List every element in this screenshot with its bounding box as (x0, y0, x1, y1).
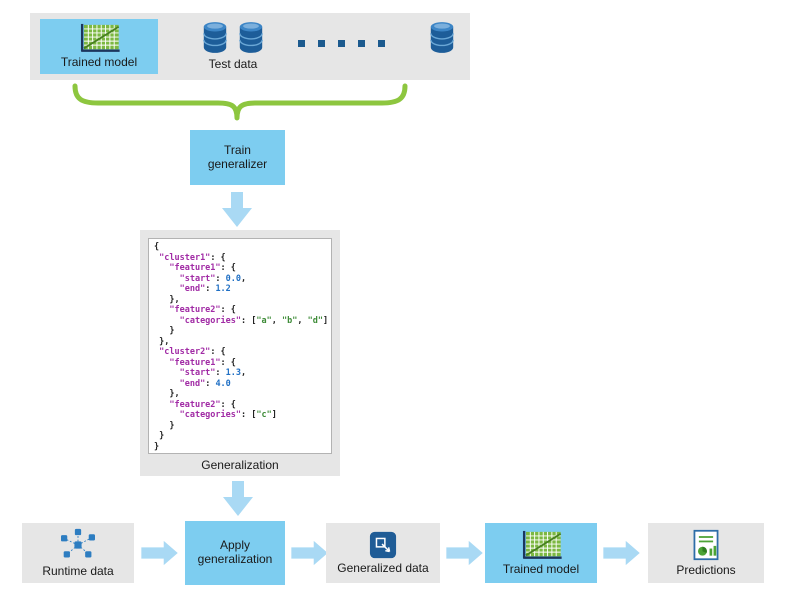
brace-connector (72, 83, 408, 121)
arrow-right-icon (446, 540, 483, 566)
train-generalizer-node: Train generalizer (190, 130, 285, 185)
predictions-label: Predictions (676, 562, 736, 577)
generalized-data-label: Generalized data (337, 560, 429, 575)
generalization-caption: Generalization (201, 458, 279, 472)
trained-model-label: Trained model (60, 55, 138, 70)
generalization-code: { "cluster1": { "feature1": { "start": 0… (148, 238, 332, 454)
database-icon (203, 21, 227, 53)
arrow-right-icon (603, 540, 640, 566)
runtime-data-label: Runtime data (42, 563, 114, 578)
arrow-down-icon (222, 192, 252, 227)
ellipsis-dots (298, 40, 385, 47)
dot (358, 40, 365, 47)
apply-generalization-node: Apply generalization (185, 521, 285, 585)
arrow-down-icon (223, 481, 253, 516)
database-icon (239, 21, 263, 53)
dot (338, 40, 345, 47)
dot (298, 40, 305, 47)
generalized-data-node: Generalized data (326, 523, 440, 583)
dot (318, 40, 325, 47)
apply-generalization-label: Apply generalization (197, 538, 273, 566)
test-data-group: Test data (178, 16, 288, 76)
test-data-icons (201, 21, 265, 55)
runtime-data-node: Runtime data (22, 523, 134, 583)
train-generalizer-label: Train generalizer (207, 142, 268, 171)
database-icon (430, 22, 454, 53)
arrow-right-icon (141, 540, 178, 566)
predictions-icon (693, 529, 719, 560)
dot (378, 40, 385, 47)
trained-model-icon (80, 24, 120, 52)
predictions-node: Predictions (648, 523, 764, 583)
trained-model-node-top: Trained model (40, 19, 158, 74)
runtime-data-icon (61, 528, 95, 558)
trained-model-node-bottom: Trained model (485, 523, 597, 583)
generalization-panel: { "cluster1": { "feature1": { "start": 0… (140, 230, 340, 476)
input-group-panel: Trained model Test data (30, 13, 470, 80)
trained-model-icon (522, 530, 562, 559)
generalized-data-icon (369, 531, 397, 558)
trained-model-label: Trained model (502, 561, 580, 576)
test-data-label: Test data (208, 56, 258, 71)
arrow-right-icon (291, 540, 328, 566)
